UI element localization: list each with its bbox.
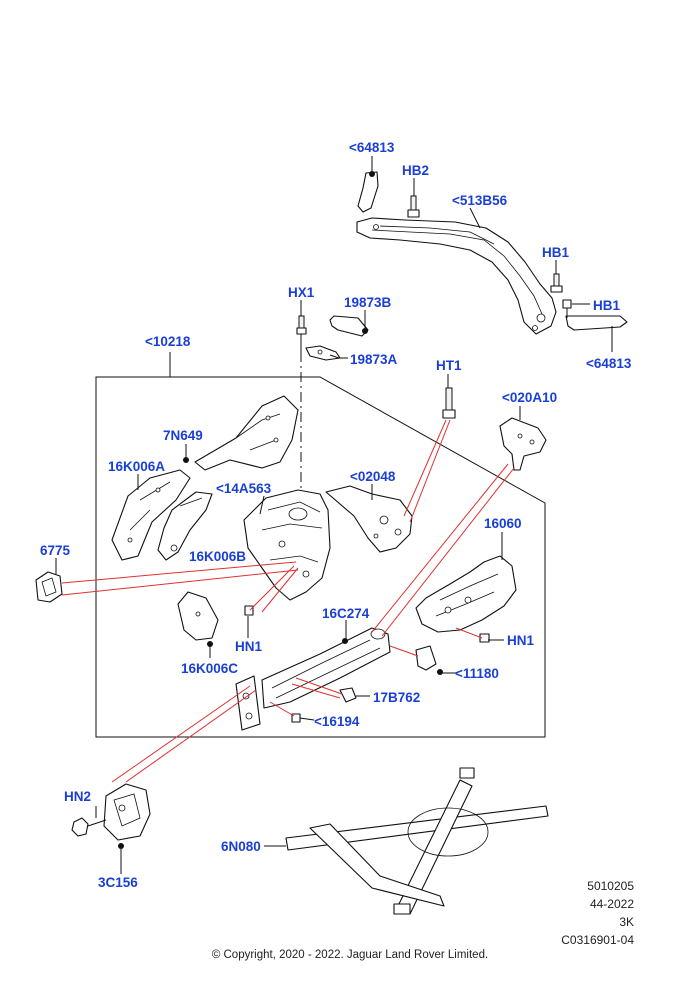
callout-hb1-upper: HB1 [542,245,570,260]
callout-3c156: 3C156 [98,875,138,890]
bolt-hb1-upper [550,273,563,293]
bracket-64813-top [357,171,379,213]
part-3c156 [103,783,151,849]
bolt-hb2 [407,195,420,218]
group-frame-10218 [95,376,546,738]
callout-19873a: 19873A [350,352,398,367]
callout-16194: <16194 [314,714,360,729]
part-11180 [415,645,443,675]
callout-64813-bottom: <64813 [586,356,632,371]
callout-ht1: HT1 [436,358,462,373]
bracket-19873b [329,315,369,337]
callout-11180: <11180 [455,666,499,681]
callout-64813-top: <64813 [349,140,395,155]
callout-17b762: 17B762 [373,690,421,705]
part-16060 [415,555,517,633]
callout-513b56: <513B56 [452,193,508,208]
callout-16k006c: 16K006C [181,661,239,676]
callout-hn1-left: HN1 [235,639,263,654]
nut-hn1-right [479,633,490,643]
callout-hx1: HX1 [288,285,315,300]
callout-7n649: 7N649 [163,428,203,443]
callout-6775: 6775 [40,543,71,558]
bracket-19873a [305,345,341,361]
part-6775 [35,571,63,603]
reference-code: 3K [619,915,634,929]
reference-date: 44-2022 [589,897,634,911]
nut-hn1-left [244,605,254,616]
callout-6n080: 6N080 [221,839,261,854]
part-16k006b [157,491,213,561]
part-16k006c [177,591,219,647]
callout-10218: <10218 [145,334,191,349]
leader-lines [55,156,613,874]
callout-hn2: HN2 [64,789,92,804]
callout-02048: <02048 [350,469,396,484]
copyright-notice: © Copyright, 2020 - 2022. Jaguar Land Ro… [211,949,489,961]
part-16c274 [261,627,391,709]
callout-hn1-right: HN1 [507,633,535,648]
part-02048 [325,485,413,553]
upper-cross-member [356,217,557,335]
part-14a563 [243,489,331,601]
callout-hb2: HB2 [402,163,430,178]
callout-hb1-lower: HB1 [593,298,621,313]
callout-020a10: <020A10 [502,390,558,405]
callout-16060: 16060 [484,516,522,531]
part-16k006a [111,469,191,561]
reference-illustration-id: C0316901-04 [561,933,634,947]
part-7n649 [183,395,299,471]
association-lines [61,419,515,783]
bolt-hx1 [296,315,307,352]
part-17b762 [339,687,357,703]
callout-16c274: 16C274 [322,606,370,621]
callout-16k006b: 16K006B [189,549,247,564]
front-plate [235,675,261,731]
callout-19873b: 19873B [344,295,392,310]
part-6n080 [285,767,549,915]
callout-16k006a: 16K006A [108,459,166,474]
part-020a10 [499,417,547,471]
callout-14a563: <14A563 [216,481,272,496]
bolt-ht1 [442,387,456,419]
nut-hn2 [71,817,107,837]
reference-number: 5010205 [587,879,634,893]
